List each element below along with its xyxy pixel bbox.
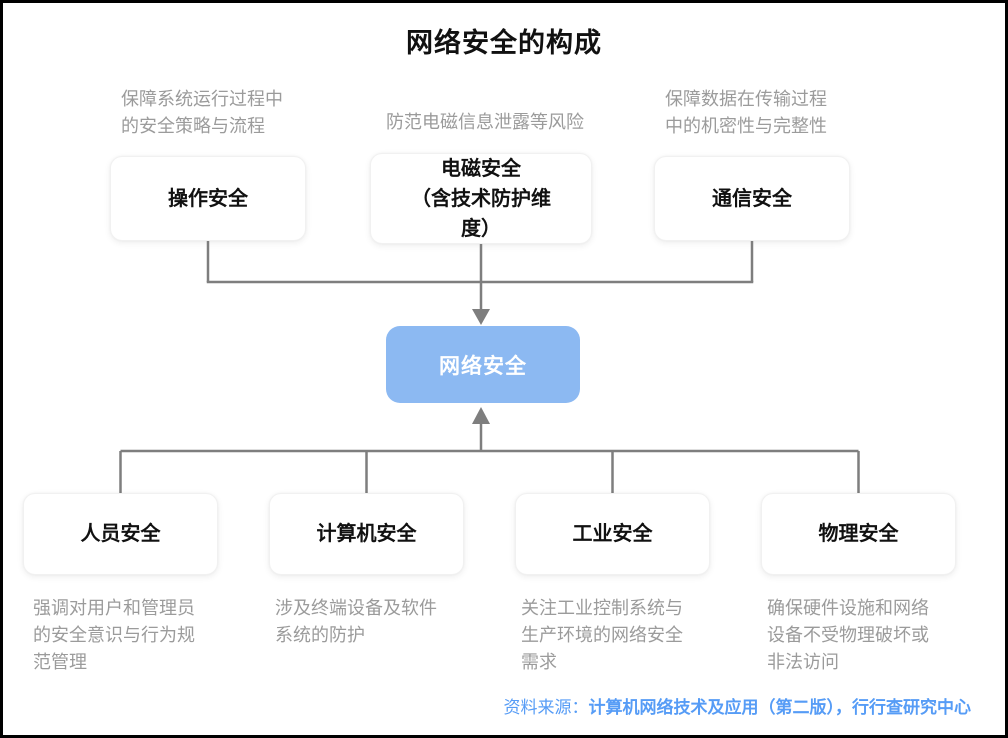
node-industrial-security: 工业安全 [515,493,710,575]
node-physical-security: 物理安全 [761,493,956,575]
description-personnel-security: 强调对用户和管理员 的安全意识与行为规 范管理 [33,598,195,672]
node-network-security-center: 网络安全 [386,326,580,403]
annotation-operation-security: 保障系统运行过程中 的安全策略与流程 [121,89,283,136]
annotation-electromagnetic-security: 防范电磁信息泄露等风险 [386,112,584,132]
arrow-down-icon [472,309,490,325]
description-computer-security: 涉及终端设备及软件 系统的防护 [275,598,437,645]
source-note: 资料来源：计算机网络技术及应用（第二版），行行查研究中心 [504,693,972,718]
arrow-up-icon [472,407,490,424]
node-communication-security: 通信安全 [654,156,850,241]
node-operation-security: 操作安全 [110,156,306,241]
node-computer-security: 计算机安全 [269,493,464,575]
node-electromagnetic-security: 电磁安全 （含技术防护维 度） [370,153,592,244]
node-personnel-security: 人员安全 [23,493,218,575]
description-industrial-security: 关注工业控制系统与 生产环境的网络安全 需求 [521,598,683,672]
annotation-communication-security: 保障数据在传输过程 中的机密性与完整性 [665,89,827,136]
page-title: 网络安全的构成 [406,28,602,58]
source-text: 计算机网络技术及应用（第二版），行行查研究中心 [588,698,972,717]
source-prefix: 资料来源： [503,698,589,717]
description-physical-security: 确保硬件设施和网络 设备不受物理破坏或 非法访问 [767,598,929,672]
